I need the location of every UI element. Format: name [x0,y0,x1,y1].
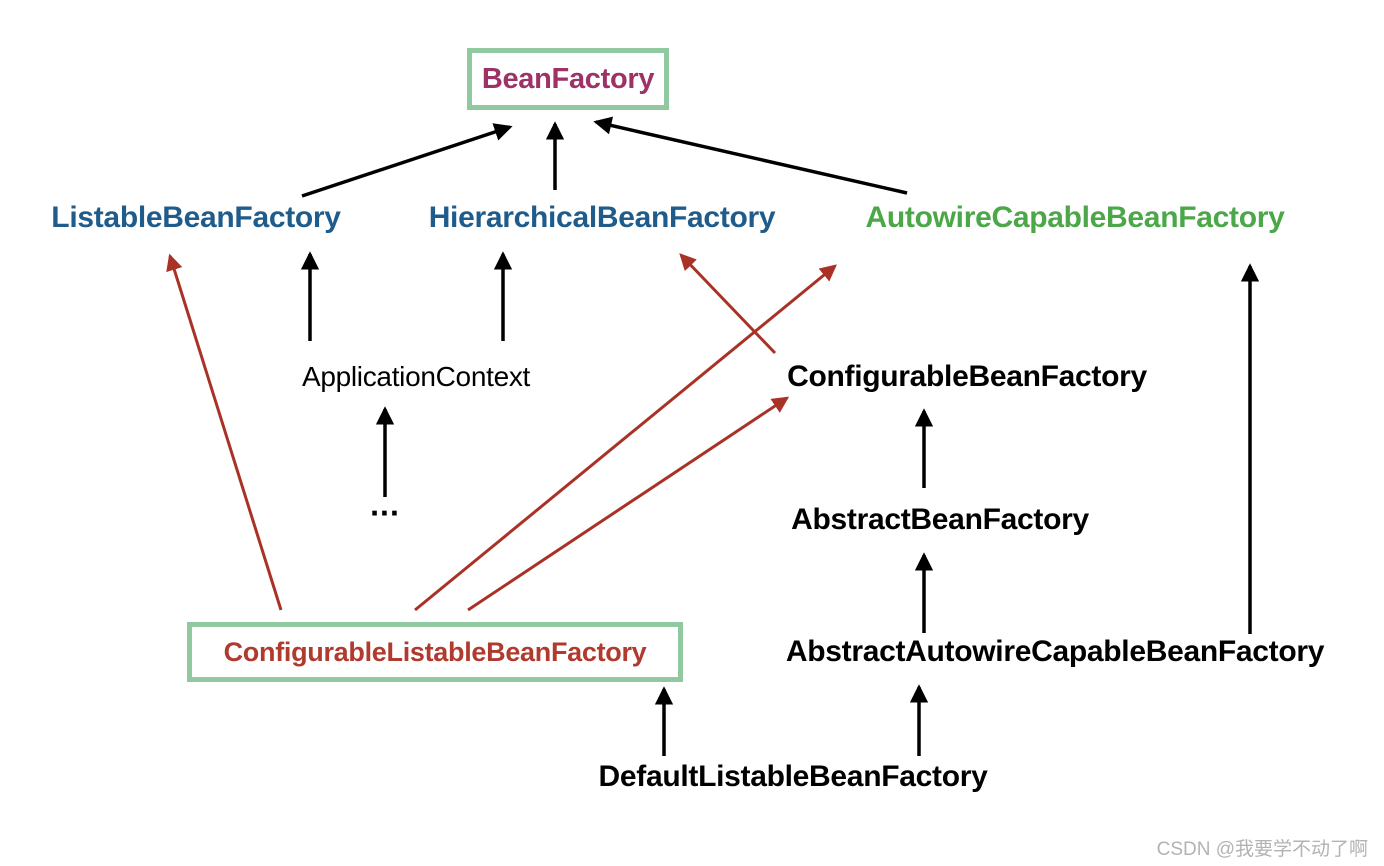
edge-configurablebf-to-hierarchical [679,253,777,355]
node-beanfactory: BeanFactory [467,48,669,110]
csdn-watermark: CSDN @我要学不动了啊 [1156,839,1368,860]
node-configurablelistablebeanfactory: ConfigurableListableBeanFactory [187,622,683,682]
edge-configurablelistable-to-configurablebf [467,396,790,612]
node-ellipsis: ... [370,486,400,523]
node-configurablebeanfactory: ConfigurableBeanFactory [787,360,1147,393]
edge-listable-to-beanfactory [301,123,513,198]
node-defaultlistablebeanfactory: DefaultListableBeanFactory [598,760,988,793]
edge-configurablelistable-to-autowirecapable [414,264,837,612]
node-abstractautowirecapablebeanfactory: AbstractAutowireCapableBeanFactory [785,635,1325,668]
edge-autowirecapable-to-beanfactory [593,116,908,195]
node-listablebeanfactory: ListableBeanFactory [51,201,341,234]
node-abstractbeanfactory: AbstractBeanFactory [791,503,1089,536]
node-autowirecapablebeanfactory: AutowireCapableBeanFactory [865,201,1285,234]
node-applicationcontext: ApplicationContext [301,361,531,392]
edge-configurablelistable-to-listable [166,253,283,611]
node-hierarchicalbeanfactory: HierarchicalBeanFactory [428,201,776,234]
